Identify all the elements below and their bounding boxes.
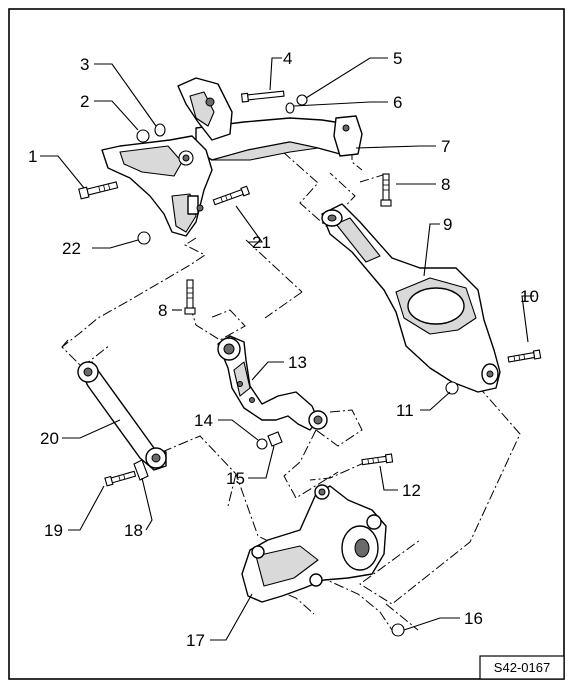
lower-control-arm	[321, 203, 501, 393]
upper-control-arm	[217, 335, 328, 431]
label-5: 5	[393, 49, 402, 68]
label-15: 15	[226, 469, 245, 488]
nut-11	[445, 381, 459, 395]
assembly-lines	[61, 150, 521, 631]
nut-14	[256, 438, 268, 450]
bolt-1	[78, 181, 119, 200]
label-8-upper: 8	[441, 175, 450, 194]
label-2: 2	[80, 92, 89, 111]
bolt-8-upper	[380, 173, 392, 207]
label-21: 21	[252, 233, 271, 252]
leader-lines	[40, 57, 534, 641]
label-12: 12	[402, 481, 421, 500]
label-16: 16	[464, 609, 483, 628]
label-1: 1	[28, 147, 37, 166]
label-22: 22	[62, 239, 81, 258]
diagram-frame	[8, 8, 565, 680]
nut-22	[137, 231, 151, 245]
nut-16	[391, 623, 405, 637]
label-19: 19	[44, 521, 63, 540]
label-11: 11	[396, 401, 414, 420]
label-7: 7	[441, 137, 450, 156]
transverse-link	[77, 361, 167, 471]
label-4: 4	[283, 49, 292, 68]
label-18: 18	[124, 521, 143, 540]
rear-subframe	[101, 77, 363, 237]
bolt-4	[240, 90, 285, 103]
label-9: 9	[443, 215, 452, 234]
washer-3	[154, 123, 166, 137]
bolt-8-lower	[184, 279, 196, 315]
bolt-12	[361, 453, 394, 466]
fasteners	[78, 90, 542, 637]
bolt-21	[212, 185, 251, 206]
label-10: 10	[520, 287, 539, 306]
wheel-carrier	[241, 484, 387, 603]
diagram-code-box	[479, 655, 565, 680]
washer-15	[267, 431, 283, 447]
nut-2	[136, 129, 150, 143]
label-3: 3	[80, 55, 89, 74]
washer-18	[133, 459, 149, 481]
label-6: 6	[393, 93, 402, 112]
label-20: 20	[40, 429, 59, 448]
label-8-lower: 8	[158, 301, 167, 320]
washer-6	[285, 102, 295, 114]
part-number-labels: 1 2 3 4 5 6 7 8 9 22 21 8 13 10 11 20 14…	[28, 49, 539, 650]
label-14: 14	[194, 411, 213, 430]
diagram-code: S42-0167	[494, 660, 550, 675]
label-13: 13	[288, 353, 307, 372]
bolt-19	[104, 470, 137, 487]
label-17: 17	[186, 631, 205, 650]
nut-5	[296, 94, 308, 106]
bolt-10	[507, 349, 542, 363]
